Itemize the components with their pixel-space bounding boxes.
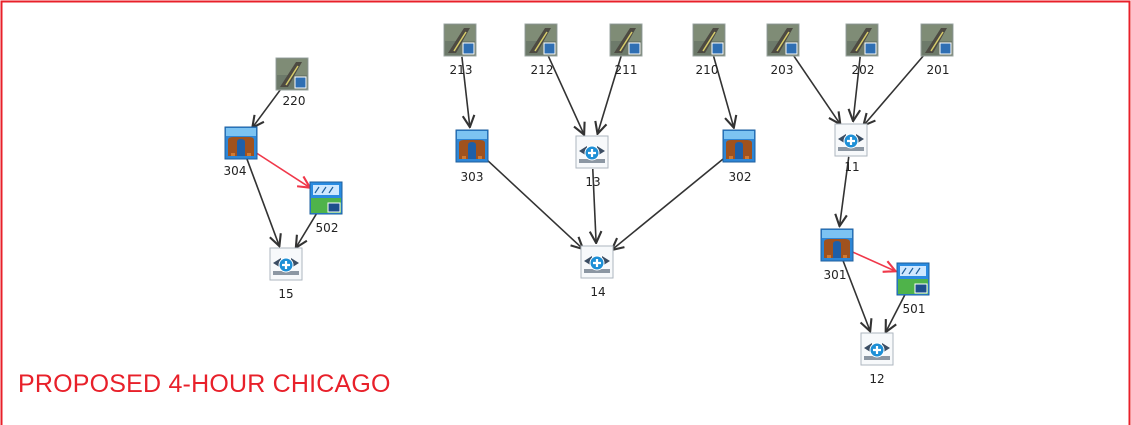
node-304[interactable]: 304	[224, 126, 258, 178]
edge-301-to-12	[842, 260, 870, 331]
node-label: 210	[696, 63, 719, 77]
node-label: 202	[852, 63, 875, 77]
node-label: 213	[450, 63, 473, 77]
node-211[interactable]: 211	[609, 23, 643, 77]
merge-plus-icon	[269, 247, 303, 281]
road-source-icon	[443, 23, 477, 57]
merge-plus-icon	[580, 245, 614, 279]
edge-212-to-13	[547, 55, 584, 134]
node-label: 304	[224, 164, 247, 178]
edge-11-to-301	[840, 156, 850, 226]
road-source-icon	[692, 23, 726, 57]
edge-301-to-501	[852, 251, 896, 271]
node-14[interactable]: 14	[580, 245, 614, 299]
edge-501-to-12	[886, 293, 906, 332]
node-12[interactable]: 12	[860, 332, 894, 386]
node-201[interactable]: 201	[920, 23, 954, 77]
node-301[interactable]: 301	[820, 228, 854, 282]
edge-304-to-15	[246, 158, 279, 246]
node-212[interactable]: 212	[524, 23, 558, 77]
edge-13-to-14	[593, 168, 596, 243]
road-source-icon	[609, 23, 643, 57]
node-label: 301	[824, 268, 847, 282]
node-label: 302	[729, 170, 752, 184]
road-source-icon	[845, 23, 879, 57]
edge-502-to-15	[296, 212, 318, 248]
node-15[interactable]: 15	[269, 247, 303, 301]
gauge-panel-icon	[896, 262, 930, 296]
node-label: 12	[869, 372, 884, 386]
edge-302-to-14	[612, 156, 727, 250]
node-label: 502	[316, 221, 339, 235]
node-label: 303	[461, 170, 484, 184]
edge-203-to-11	[791, 53, 841, 124]
edge-304-to-502	[254, 151, 310, 187]
road-source-icon	[524, 23, 558, 57]
merge-plus-icon	[575, 135, 609, 169]
tunnel-icon	[820, 228, 854, 262]
tunnel-icon	[722, 129, 756, 163]
node-label: 220	[283, 94, 306, 108]
node-202[interactable]: 202	[845, 23, 879, 77]
gauge-panel-icon	[309, 181, 343, 215]
node-label: 201	[927, 63, 950, 77]
edge-303-to-14	[483, 156, 583, 250]
node-501[interactable]: 501	[896, 262, 930, 316]
node-label: 13	[585, 175, 600, 189]
node-502[interactable]: 502	[309, 181, 343, 235]
node-label: 211	[615, 63, 638, 77]
node-220[interactable]: 220	[275, 57, 309, 108]
road-source-icon	[766, 23, 800, 57]
edge-210-to-302	[712, 56, 734, 127]
road-source-icon	[920, 23, 954, 57]
node-13[interactable]: 13	[575, 135, 609, 189]
node-303[interactable]: 303	[455, 129, 489, 184]
merge-plus-icon	[834, 123, 868, 157]
tunnel-icon	[224, 126, 258, 160]
edge-201-to-11	[863, 52, 927, 126]
edge-202-to-11	[853, 56, 860, 121]
node-11[interactable]: 11	[834, 123, 868, 174]
merge-plus-icon	[860, 332, 894, 366]
diagram-caption: PROPOSED 4-HOUR CHICAGO	[18, 370, 391, 398]
node-label: 501	[903, 302, 926, 316]
nodes-layer: 220 304 502 15 213 212 211 210 303 13 302 14 203 202 2…	[224, 23, 954, 386]
road-source-icon	[275, 57, 309, 91]
edge-220-to-304	[252, 87, 283, 128]
tunnel-icon	[455, 129, 489, 163]
edge-213-to-303	[461, 56, 470, 127]
node-label: 212	[531, 63, 554, 77]
edges-layer	[246, 52, 927, 332]
node-210[interactable]: 210	[692, 23, 726, 77]
edge-211-to-13	[598, 56, 622, 134]
node-213[interactable]: 213	[443, 23, 477, 77]
node-label: 11	[844, 160, 859, 174]
node-302[interactable]: 302	[722, 129, 756, 184]
node-label: 203	[771, 63, 794, 77]
node-label: 14	[590, 285, 605, 299]
node-label: 15	[278, 287, 293, 301]
node-203[interactable]: 203	[766, 23, 800, 77]
